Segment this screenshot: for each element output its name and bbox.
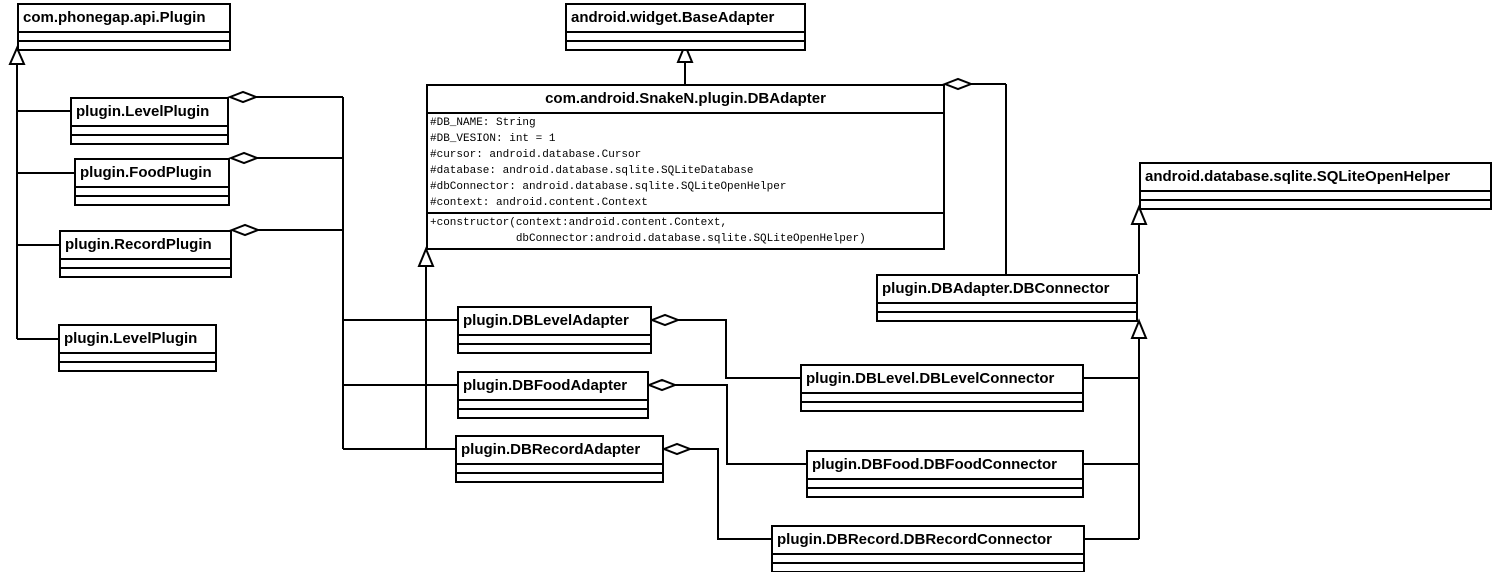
class-name: plugin.DBRecord.DBRecordConnector xyxy=(773,527,1083,555)
class-name: plugin.FoodPlugin xyxy=(76,160,228,188)
class-db-food-adapter[interactable]: plugin.DBFoodAdapter xyxy=(457,371,649,419)
class-name: com.phonegap.api.Plugin xyxy=(19,5,229,33)
methods-compartment xyxy=(76,197,228,204)
attributes-compartment xyxy=(76,188,228,197)
class-db-record-connector[interactable]: plugin.DBRecord.DBRecordConnector xyxy=(771,525,1085,572)
class-name: plugin.DBAdapter.DBConnector xyxy=(878,276,1136,304)
methods-compartment xyxy=(459,345,650,352)
attributes-compartment xyxy=(72,127,227,136)
attribute: #DB_VESION: int = 1 xyxy=(430,133,556,145)
generalization-to-plugin xyxy=(8,45,74,340)
class-name: android.widget.BaseAdapter xyxy=(567,5,804,33)
class-db-level-adapter[interactable]: plugin.DBLevelAdapter xyxy=(457,306,652,354)
attributes-compartment xyxy=(1141,192,1490,201)
class-name: plugin.DBFoodAdapter xyxy=(459,373,647,401)
class-level-plugin-duplicate[interactable]: plugin.LevelPlugin xyxy=(58,324,217,372)
aggregation-adapters-to-connectors xyxy=(646,313,806,540)
attributes-compartment xyxy=(773,555,1083,564)
methods-compartment xyxy=(60,363,215,370)
methods-compartment xyxy=(773,564,1083,571)
class-db-food-connector[interactable]: plugin.DBFood.DBFoodConnector xyxy=(806,450,1084,498)
methods-compartment xyxy=(567,42,804,49)
generalization-to-sqlite-open-helper xyxy=(1130,204,1148,274)
class-name: com.android.SnakeN.plugin.DBAdapter xyxy=(428,86,943,114)
class-record-plugin[interactable]: plugin.RecordPlugin xyxy=(59,230,232,278)
attribute: #DB_NAME: String xyxy=(430,117,536,129)
attribute: #database: android.database.sqlite.SQLit… xyxy=(430,165,754,177)
class-sqlite-open-helper[interactable]: android.database.sqlite.SQLiteOpenHelper xyxy=(1139,162,1492,210)
attributes-compartment xyxy=(61,260,230,269)
attributes-compartment xyxy=(808,480,1082,489)
methods-compartment: +constructor(context:android.content.Con… xyxy=(428,214,943,248)
methods-compartment xyxy=(808,489,1082,496)
class-name: plugin.DBFood.DBFoodConnector xyxy=(808,452,1082,480)
methods-compartment xyxy=(878,313,1136,320)
class-name: plugin.LevelPlugin xyxy=(72,99,227,127)
methods-compartment xyxy=(72,136,227,143)
methods-compartment xyxy=(457,474,662,481)
class-db-level-connector[interactable]: plugin.DBLevel.DBLevelConnector xyxy=(800,364,1084,412)
class-name: plugin.RecordPlugin xyxy=(61,232,230,260)
methods-compartment xyxy=(459,410,647,417)
attributes-compartment xyxy=(802,394,1082,403)
attributes-compartment xyxy=(60,354,215,363)
aggregation-dbadapter-to-connector xyxy=(942,77,1007,274)
method: +constructor(context:android.content.Con… xyxy=(430,217,728,229)
attributes-compartment xyxy=(567,33,804,42)
class-name: plugin.DBLevel.DBLevelConnector xyxy=(802,366,1082,394)
aggregation-plugins-to-adapters xyxy=(227,90,457,450)
generalization-to-base-adapter xyxy=(676,42,694,84)
attributes-compartment xyxy=(459,401,647,410)
class-name: plugin.DBLevelAdapter xyxy=(459,308,650,336)
generalization-to-db-connector xyxy=(1084,318,1148,540)
attribute: #cursor: android.database.Cursor xyxy=(430,149,642,161)
methods-compartment xyxy=(802,403,1082,410)
class-base-adapter[interactable]: android.widget.BaseAdapter xyxy=(565,3,806,51)
attributes-compartment xyxy=(459,336,650,345)
class-phonegap-plugin[interactable]: com.phonegap.api.Plugin xyxy=(17,3,231,51)
attribute: #context: android.content.Context xyxy=(430,197,648,209)
class-db-record-adapter[interactable]: plugin.DBRecordAdapter xyxy=(455,435,664,483)
class-level-plugin[interactable]: plugin.LevelPlugin xyxy=(70,97,229,145)
attributes-compartment xyxy=(457,465,662,474)
methods-compartment xyxy=(61,269,230,276)
class-food-plugin[interactable]: plugin.FoodPlugin xyxy=(74,158,230,206)
generalization-to-db-adapter xyxy=(417,246,435,449)
attributes-compartment: #DB_NAME: String #DB_VESION: int = 1 #cu… xyxy=(428,114,943,214)
methods-compartment xyxy=(19,42,229,49)
class-db-adapter[interactable]: com.android.SnakeN.plugin.DBAdapter #DB_… xyxy=(426,84,945,250)
attribute: #dbConnector: android.database.sqlite.SQ… xyxy=(430,181,787,193)
class-name: plugin.LevelPlugin xyxy=(60,326,215,354)
method: dbConnector:android.database.sqlite.SQLi… xyxy=(430,233,866,245)
class-db-connector[interactable]: plugin.DBAdapter.DBConnector xyxy=(876,274,1138,322)
class-name: plugin.DBRecordAdapter xyxy=(457,437,662,465)
attributes-compartment xyxy=(19,33,229,42)
class-name: android.database.sqlite.SQLiteOpenHelper xyxy=(1141,164,1490,192)
methods-compartment xyxy=(1141,201,1490,208)
attributes-compartment xyxy=(878,304,1136,313)
